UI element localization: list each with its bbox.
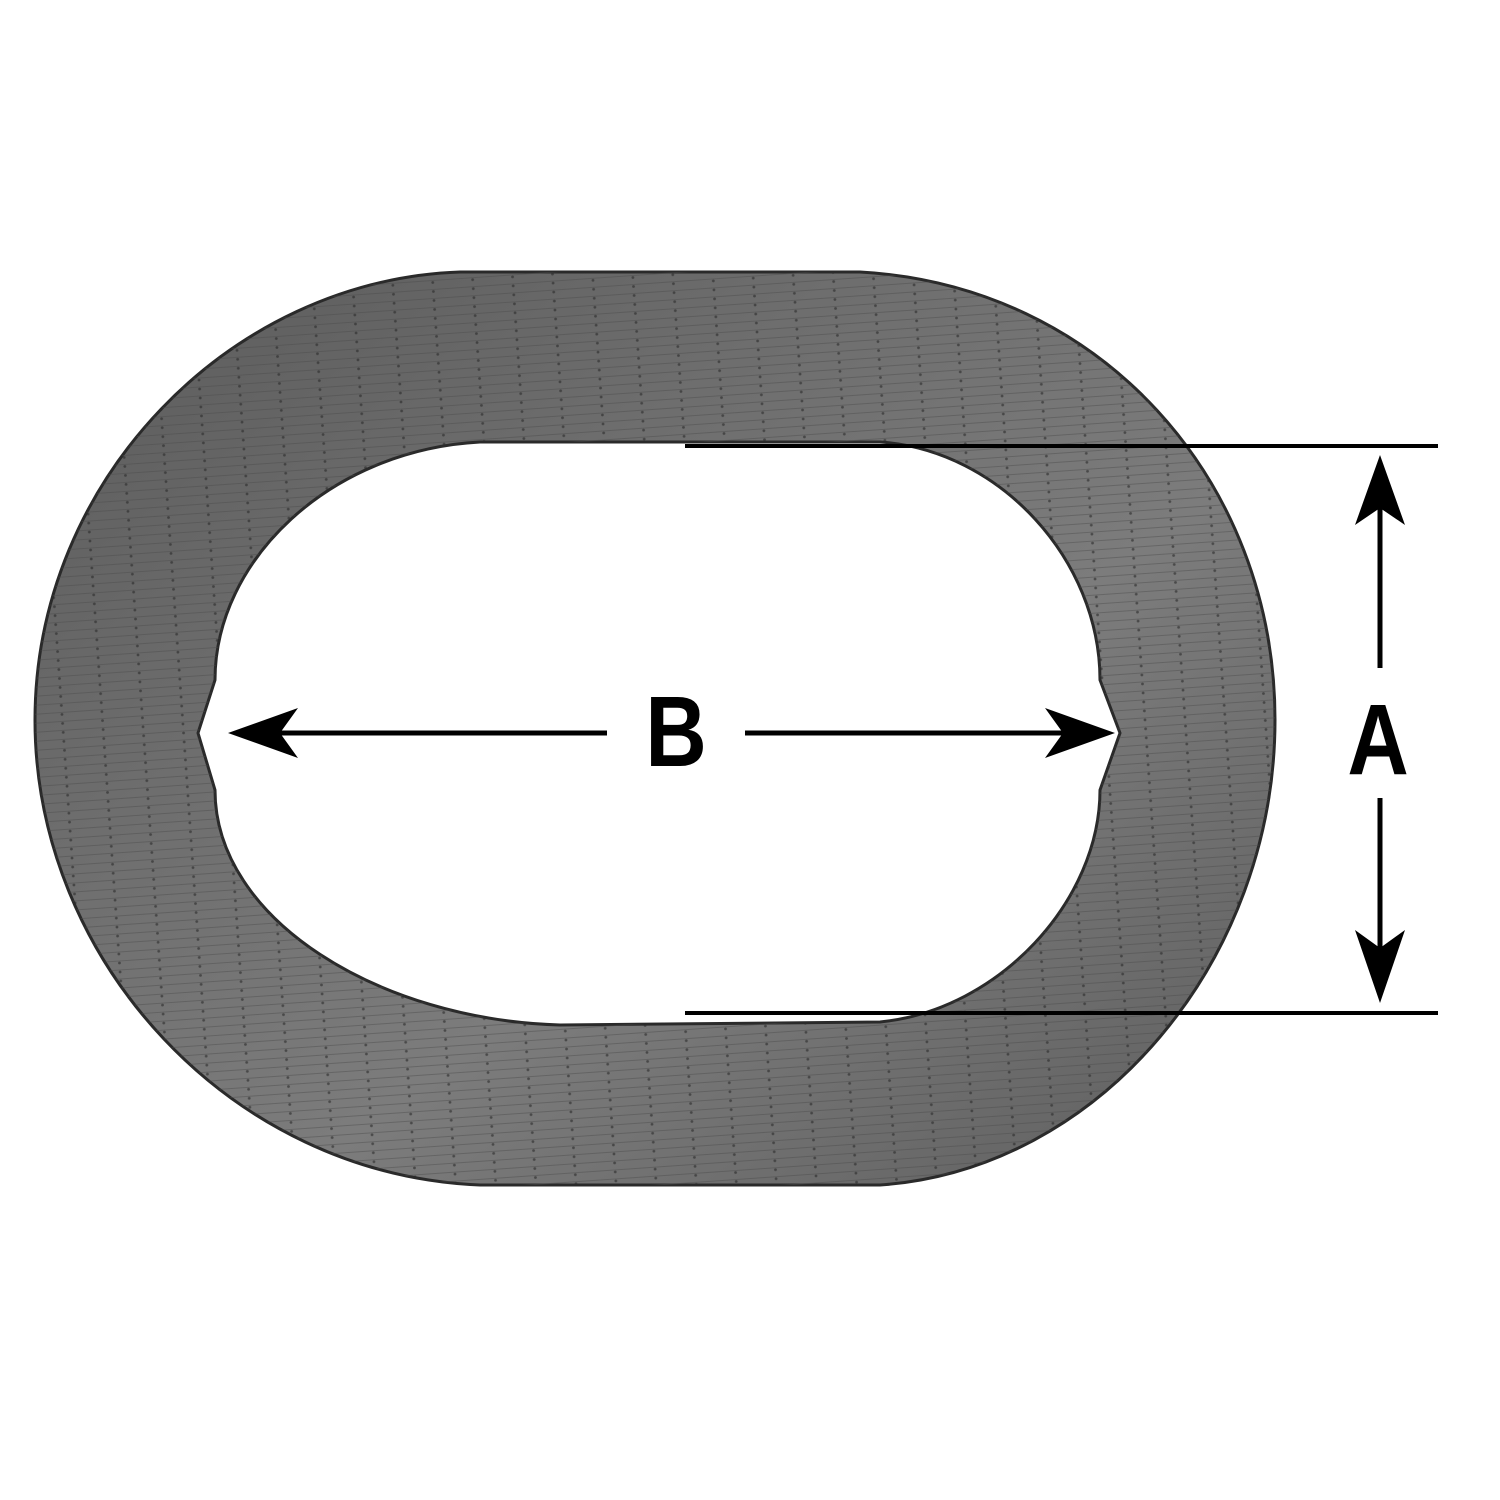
arrowhead-right-icon xyxy=(1045,708,1115,758)
dimension-a xyxy=(685,444,1438,1015)
arrowhead-left-icon xyxy=(228,708,298,758)
dimension-label-b: B xyxy=(645,676,707,788)
dimension-label-a: A xyxy=(1347,684,1409,796)
dimension-b xyxy=(228,708,1115,758)
arrowhead-up-icon xyxy=(1355,455,1405,525)
chain-link xyxy=(33,270,1277,1187)
arrowhead-down-icon xyxy=(1355,930,1405,1003)
